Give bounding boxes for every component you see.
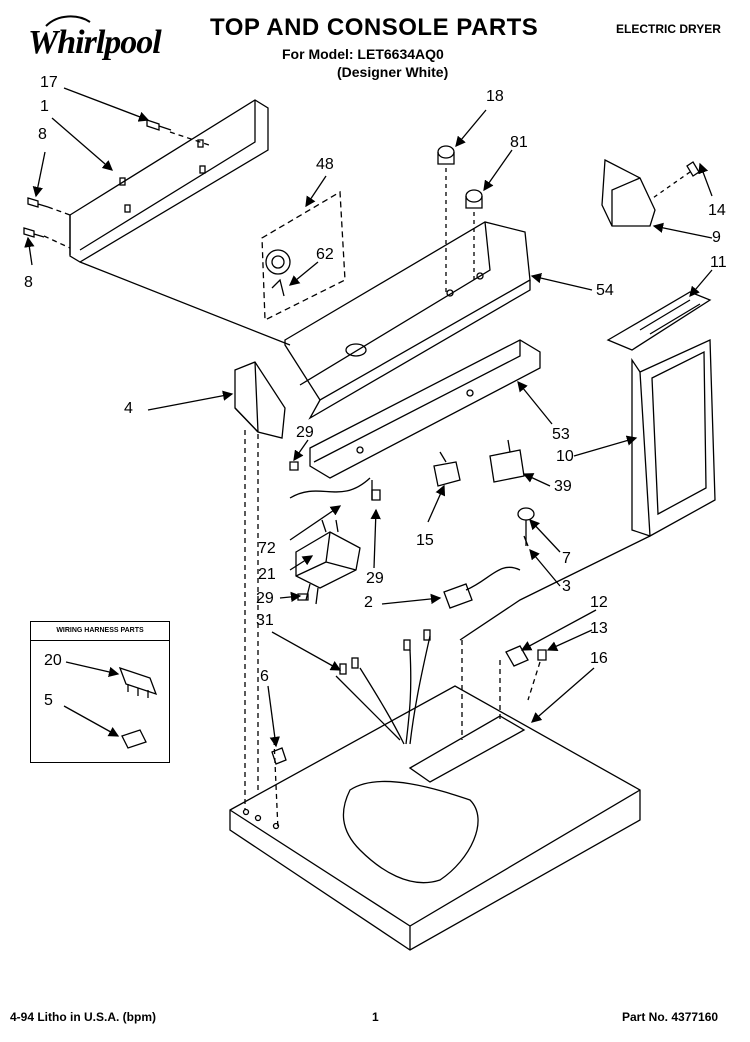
callout-48: 48 — [316, 156, 334, 173]
callout-18: 18 — [486, 88, 504, 105]
screw-8b-part — [23, 227, 45, 238]
callout-10: 10 — [556, 448, 574, 465]
callout-2: 2 — [364, 594, 373, 611]
callout-29b: 29 — [366, 570, 384, 587]
callout-15: 15 — [416, 532, 434, 549]
callout-8b: 8 — [24, 274, 33, 291]
callout-17: 17 — [40, 74, 58, 91]
switch-39-part — [489, 449, 525, 483]
lint-housing-part — [639, 339, 716, 538]
wiring-harness-title: WIRING HARNESS PARTS — [31, 622, 169, 641]
callout-13: 13 — [590, 620, 608, 637]
lint-screen-part — [606, 291, 712, 351]
callout-6: 6 — [260, 668, 269, 685]
callout-16: 16 — [590, 650, 608, 667]
callout-62: 62 — [316, 246, 334, 263]
footer-litho: 4-94 Litho in U.S.A. (bpm) — [10, 1010, 156, 1024]
callout-4: 4 — [124, 400, 133, 417]
callout-81: 81 — [510, 134, 528, 151]
callout-21: 21 — [258, 566, 276, 583]
callout-31: 31 — [256, 612, 274, 629]
callout-53: 53 — [552, 426, 570, 443]
callout-9: 9 — [712, 229, 721, 246]
top-panel-part — [229, 685, 641, 951]
end-cap-left-part — [234, 361, 286, 439]
callout-8a: 8 — [38, 126, 47, 143]
screw-14-part — [686, 161, 700, 177]
callout-12: 12 — [590, 594, 608, 611]
callout-29c: 29 — [256, 590, 274, 607]
timer-assembly-box — [261, 190, 346, 322]
knob-7-part — [517, 507, 535, 521]
wiring-harness-inset: WIRING HARNESS PARTS — [30, 621, 170, 763]
callout-29a: 29 — [296, 424, 314, 441]
harness-31-part — [335, 635, 431, 745]
part-12 — [505, 645, 529, 667]
connector-20-part — [118, 666, 158, 696]
switch-15-part — [433, 461, 461, 487]
screw-17-part — [146, 119, 172, 131]
connector-5-part — [121, 729, 147, 749]
callout-20: 20 — [44, 652, 62, 669]
model-color: (Designer White) — [337, 64, 449, 80]
callout-11: 11 — [710, 254, 727, 271]
knob-81-part — [465, 189, 483, 203]
brand-swoosh-icon — [45, 15, 91, 27]
control-panel-rear-part — [309, 339, 541, 479]
callout-5: 5 — [44, 692, 53, 709]
product-type: ELECTRIC DRYER — [616, 22, 721, 36]
callout-1: 1 — [40, 98, 49, 115]
callout-39: 39 — [554, 478, 572, 495]
brand-logo: Whirlpool — [28, 24, 162, 61]
callout-54: 54 — [596, 282, 614, 299]
callout-14: 14 — [708, 202, 726, 219]
knob-18-part — [437, 145, 455, 159]
harness-2-part — [443, 583, 473, 609]
screw-8a-part — [27, 197, 49, 208]
callout-3: 3 — [562, 578, 571, 595]
screw-13-part — [537, 649, 547, 661]
callout-72: 72 — [258, 540, 276, 557]
bracket-6-part — [271, 747, 287, 765]
callout-7: 7 — [562, 550, 571, 567]
end-cap-right-part — [601, 158, 656, 227]
footer-page-number: 1 — [372, 1010, 379, 1024]
footer-part-number: Part No. 4377160 — [622, 1010, 719, 1024]
model-number: For Model: LET6634AQ0 — [282, 46, 444, 62]
page-title: TOP AND CONSOLE PARTS — [210, 14, 539, 41]
